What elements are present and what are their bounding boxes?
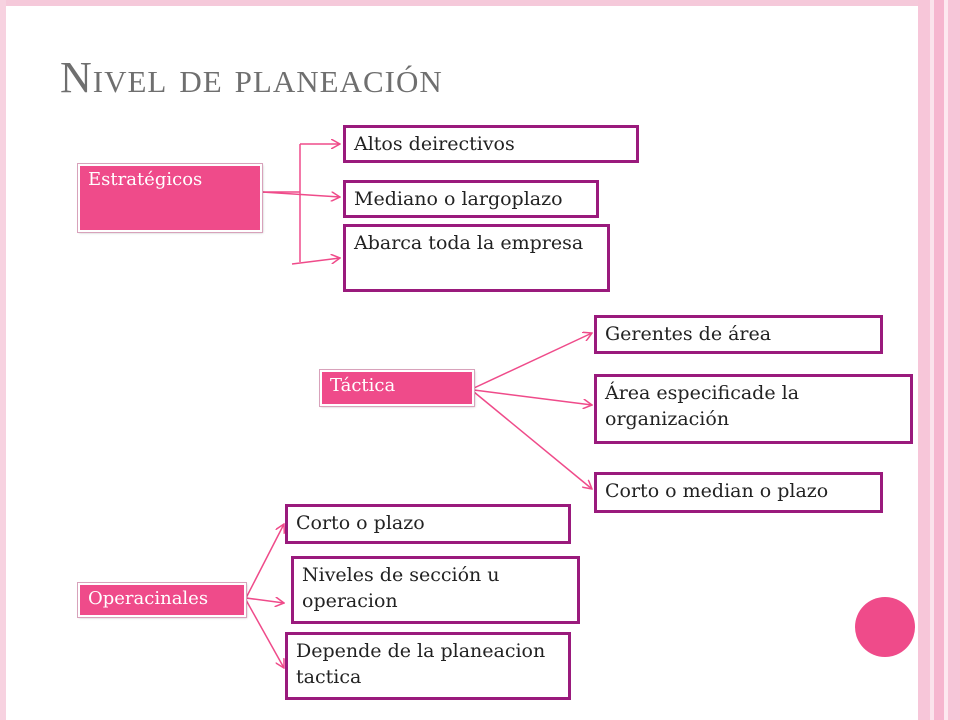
slide-frame-left: [0, 0, 6, 720]
decorative-stripe: [944, 0, 948, 720]
category-operacinales: Operacinales: [77, 582, 247, 618]
item-box: Corto o median o plazo: [594, 472, 883, 513]
item-box: Corto o plazo: [285, 504, 571, 544]
item-box: Área especificade la organización: [594, 374, 913, 444]
decorative-circle: [855, 597, 915, 657]
page-title: Nivel de planeación: [60, 53, 443, 102]
item-box: Mediano o largoplazo: [343, 180, 599, 218]
decorative-stripe: [934, 0, 944, 720]
item-box: Depende de la planeacion tactica: [285, 632, 571, 700]
category-tactica: Táctica: [319, 369, 475, 407]
decorative-stripe: [918, 0, 930, 720]
item-box: Abarca toda la empresa: [343, 224, 610, 292]
item-box: Gerentes de área: [594, 315, 883, 354]
decorative-stripe: [948, 0, 960, 720]
category-estrategicos: Estratégicos: [77, 163, 263, 233]
decorative-stripe: [930, 0, 934, 720]
item-box: Niveles de sección u operacion: [291, 556, 580, 624]
item-box: Altos deirectivos: [343, 125, 639, 163]
slide-frame-top: [0, 0, 960, 6]
